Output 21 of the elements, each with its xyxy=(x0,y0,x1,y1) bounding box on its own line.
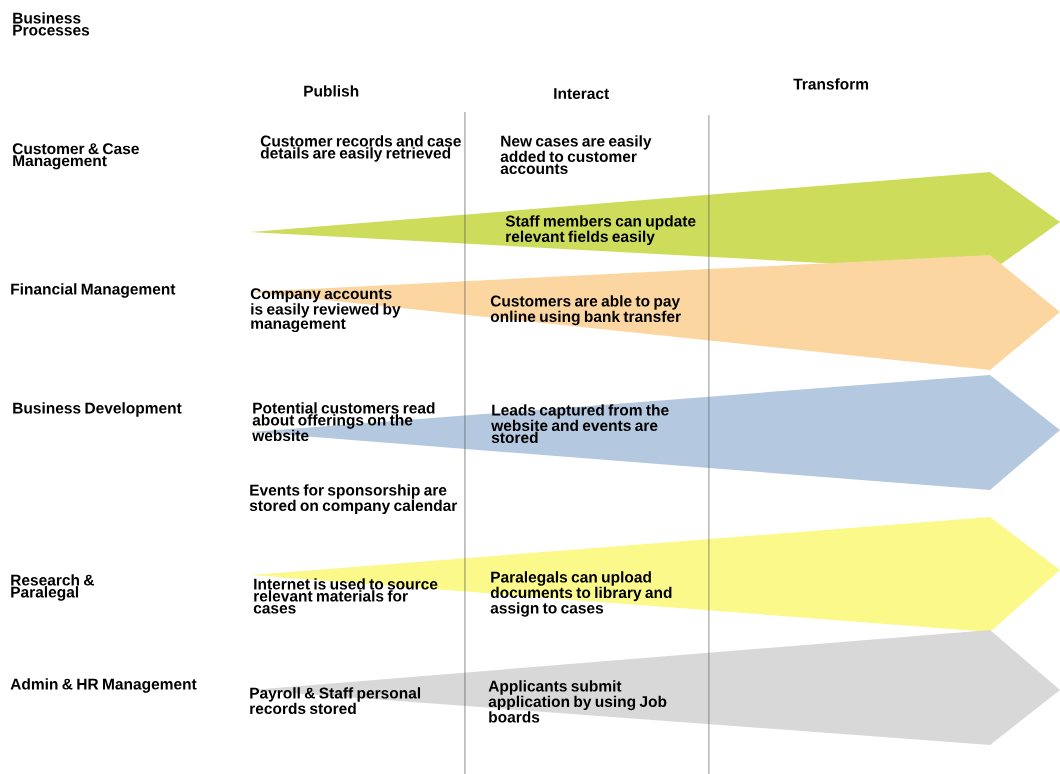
column-header: Interact xyxy=(554,88,609,99)
row-header: Business Development xyxy=(13,402,182,417)
column-header: Publish xyxy=(304,85,359,97)
row-header: Admin & HR Management xyxy=(10,678,197,693)
cell-text: Staff members can update relevant fields easily xyxy=(505,215,696,246)
cell-text: Applicants submit application by using Job boards xyxy=(488,680,667,723)
cell-text: Payroll & Staff personal records stored xyxy=(250,687,421,715)
column-header: Transform xyxy=(793,78,869,90)
cell-text: Company accounts is easily reviewed by management xyxy=(250,288,401,333)
cell-text: Leads captured from the website and events are stored xyxy=(491,404,669,444)
cell-text: Paralegals can upload documents to library and assign to cases xyxy=(490,571,672,617)
cell-text: Internet is used to source relevant materials for cases xyxy=(253,578,438,614)
cell-text: Customers are able to pay online using bank transfer xyxy=(490,295,681,326)
cell-text: Events for sponsorship are stored on company calendar xyxy=(249,484,458,515)
diagram-title: Business Processes xyxy=(13,12,90,36)
cell-text: Customer records and case details are easily retrieved xyxy=(260,135,461,162)
row-header: Customer & Case Management xyxy=(12,143,139,170)
cell-text: Potential customers read about offerings on the website xyxy=(252,402,435,442)
cell-text: New cases are easily added to customer accounts xyxy=(500,135,652,175)
row-header: Research & Paralegal xyxy=(11,574,95,601)
row-header: Financial Management xyxy=(11,283,176,298)
